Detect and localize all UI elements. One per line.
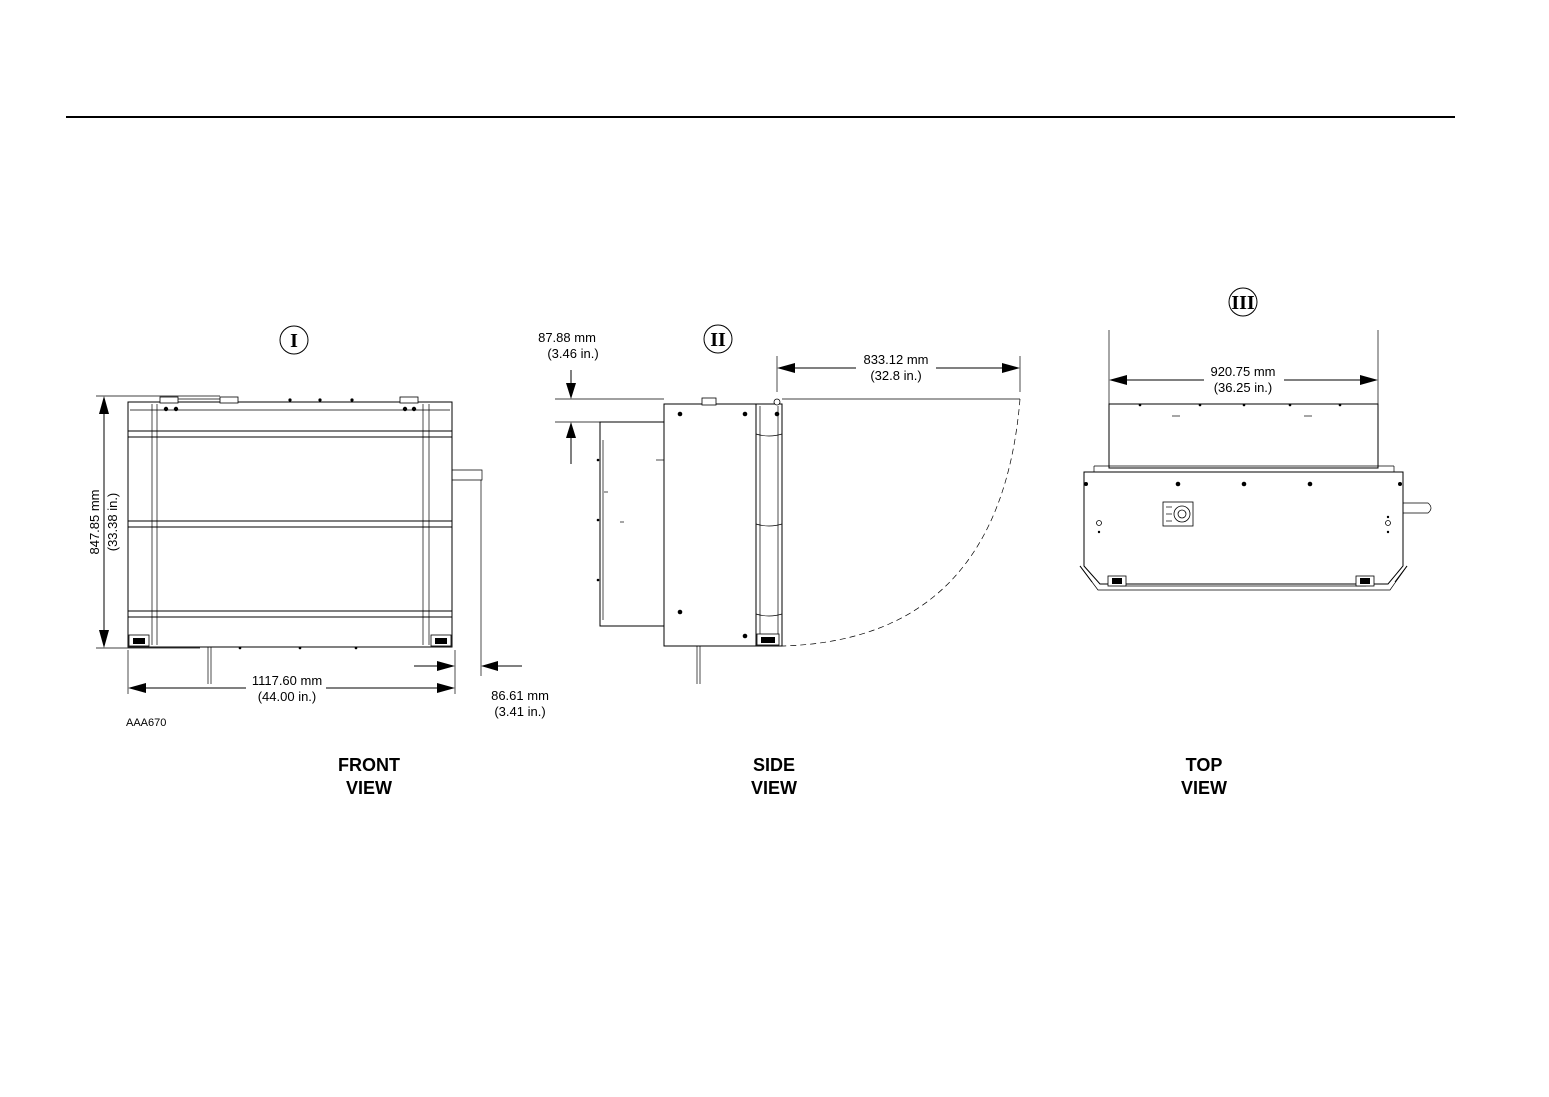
marker-front-label: I bbox=[290, 330, 298, 352]
marker-top-label: III bbox=[1231, 292, 1255, 314]
connector-icon bbox=[1163, 502, 1193, 526]
front-cabinet-outline bbox=[128, 402, 452, 647]
side-view-label-line1: SIDE bbox=[753, 755, 795, 775]
figure-code: AAA670 bbox=[126, 717, 166, 729]
marker-side-label: II bbox=[710, 329, 726, 351]
front-view: I bbox=[87, 326, 549, 798]
marker-top: III bbox=[1229, 288, 1257, 316]
front-view-label-line1: FRONT bbox=[338, 755, 400, 775]
side-swing-in: (32.8 in.) bbox=[870, 368, 921, 383]
side-rear-box bbox=[600, 422, 664, 626]
marker-side: II bbox=[704, 325, 732, 353]
marker-front: I bbox=[280, 326, 308, 354]
front-width-mm: 1117.60 mm bbox=[252, 673, 322, 688]
door-swing-arc bbox=[782, 399, 1020, 646]
top-view-label-line2: VIEW bbox=[1181, 778, 1227, 798]
side-cabinet bbox=[664, 404, 756, 646]
top-width-in: (36.25 in.) bbox=[1214, 380, 1273, 395]
side-swing-dimension: 833.12 mm (32.8 in.) bbox=[777, 352, 1020, 392]
side-view: II 87.88 mm (3.46 in.) bbox=[538, 325, 1020, 798]
front-offset-dimension: 86.61 mm (3.41 in.) bbox=[481, 480, 549, 719]
side-view-label-line2: VIEW bbox=[751, 778, 797, 798]
top-view: III 920.75 mm (36.25 in.) bbox=[1080, 288, 1431, 798]
front-offset-in: (3.41 in.) bbox=[494, 704, 545, 719]
top-rear-box bbox=[1109, 404, 1378, 468]
front-width-dimension: 1117.60 mm (44.00 in.) bbox=[128, 650, 455, 704]
side-top-mm: 87.88 mm bbox=[538, 330, 596, 345]
front-height-in: (33.38 in.) bbox=[105, 493, 120, 552]
front-offset-mm: 86.61 mm bbox=[491, 688, 549, 703]
top-width-dimension: 920.75 mm (36.25 in.) bbox=[1109, 330, 1378, 404]
front-height-mm: 847.85 mm bbox=[87, 489, 102, 554]
top-cabinet bbox=[1084, 472, 1403, 584]
front-view-label-line2: VIEW bbox=[346, 778, 392, 798]
side-swing-mm: 833.12 mm bbox=[863, 352, 928, 367]
top-view-label-line1: TOP bbox=[1186, 755, 1223, 775]
front-width-in: (44.00 in.) bbox=[258, 689, 317, 704]
front-cabinet bbox=[128, 397, 482, 684]
top-width-mm: 920.75 mm bbox=[1210, 364, 1275, 379]
side-top-in: (3.46 in.) bbox=[547, 346, 598, 361]
